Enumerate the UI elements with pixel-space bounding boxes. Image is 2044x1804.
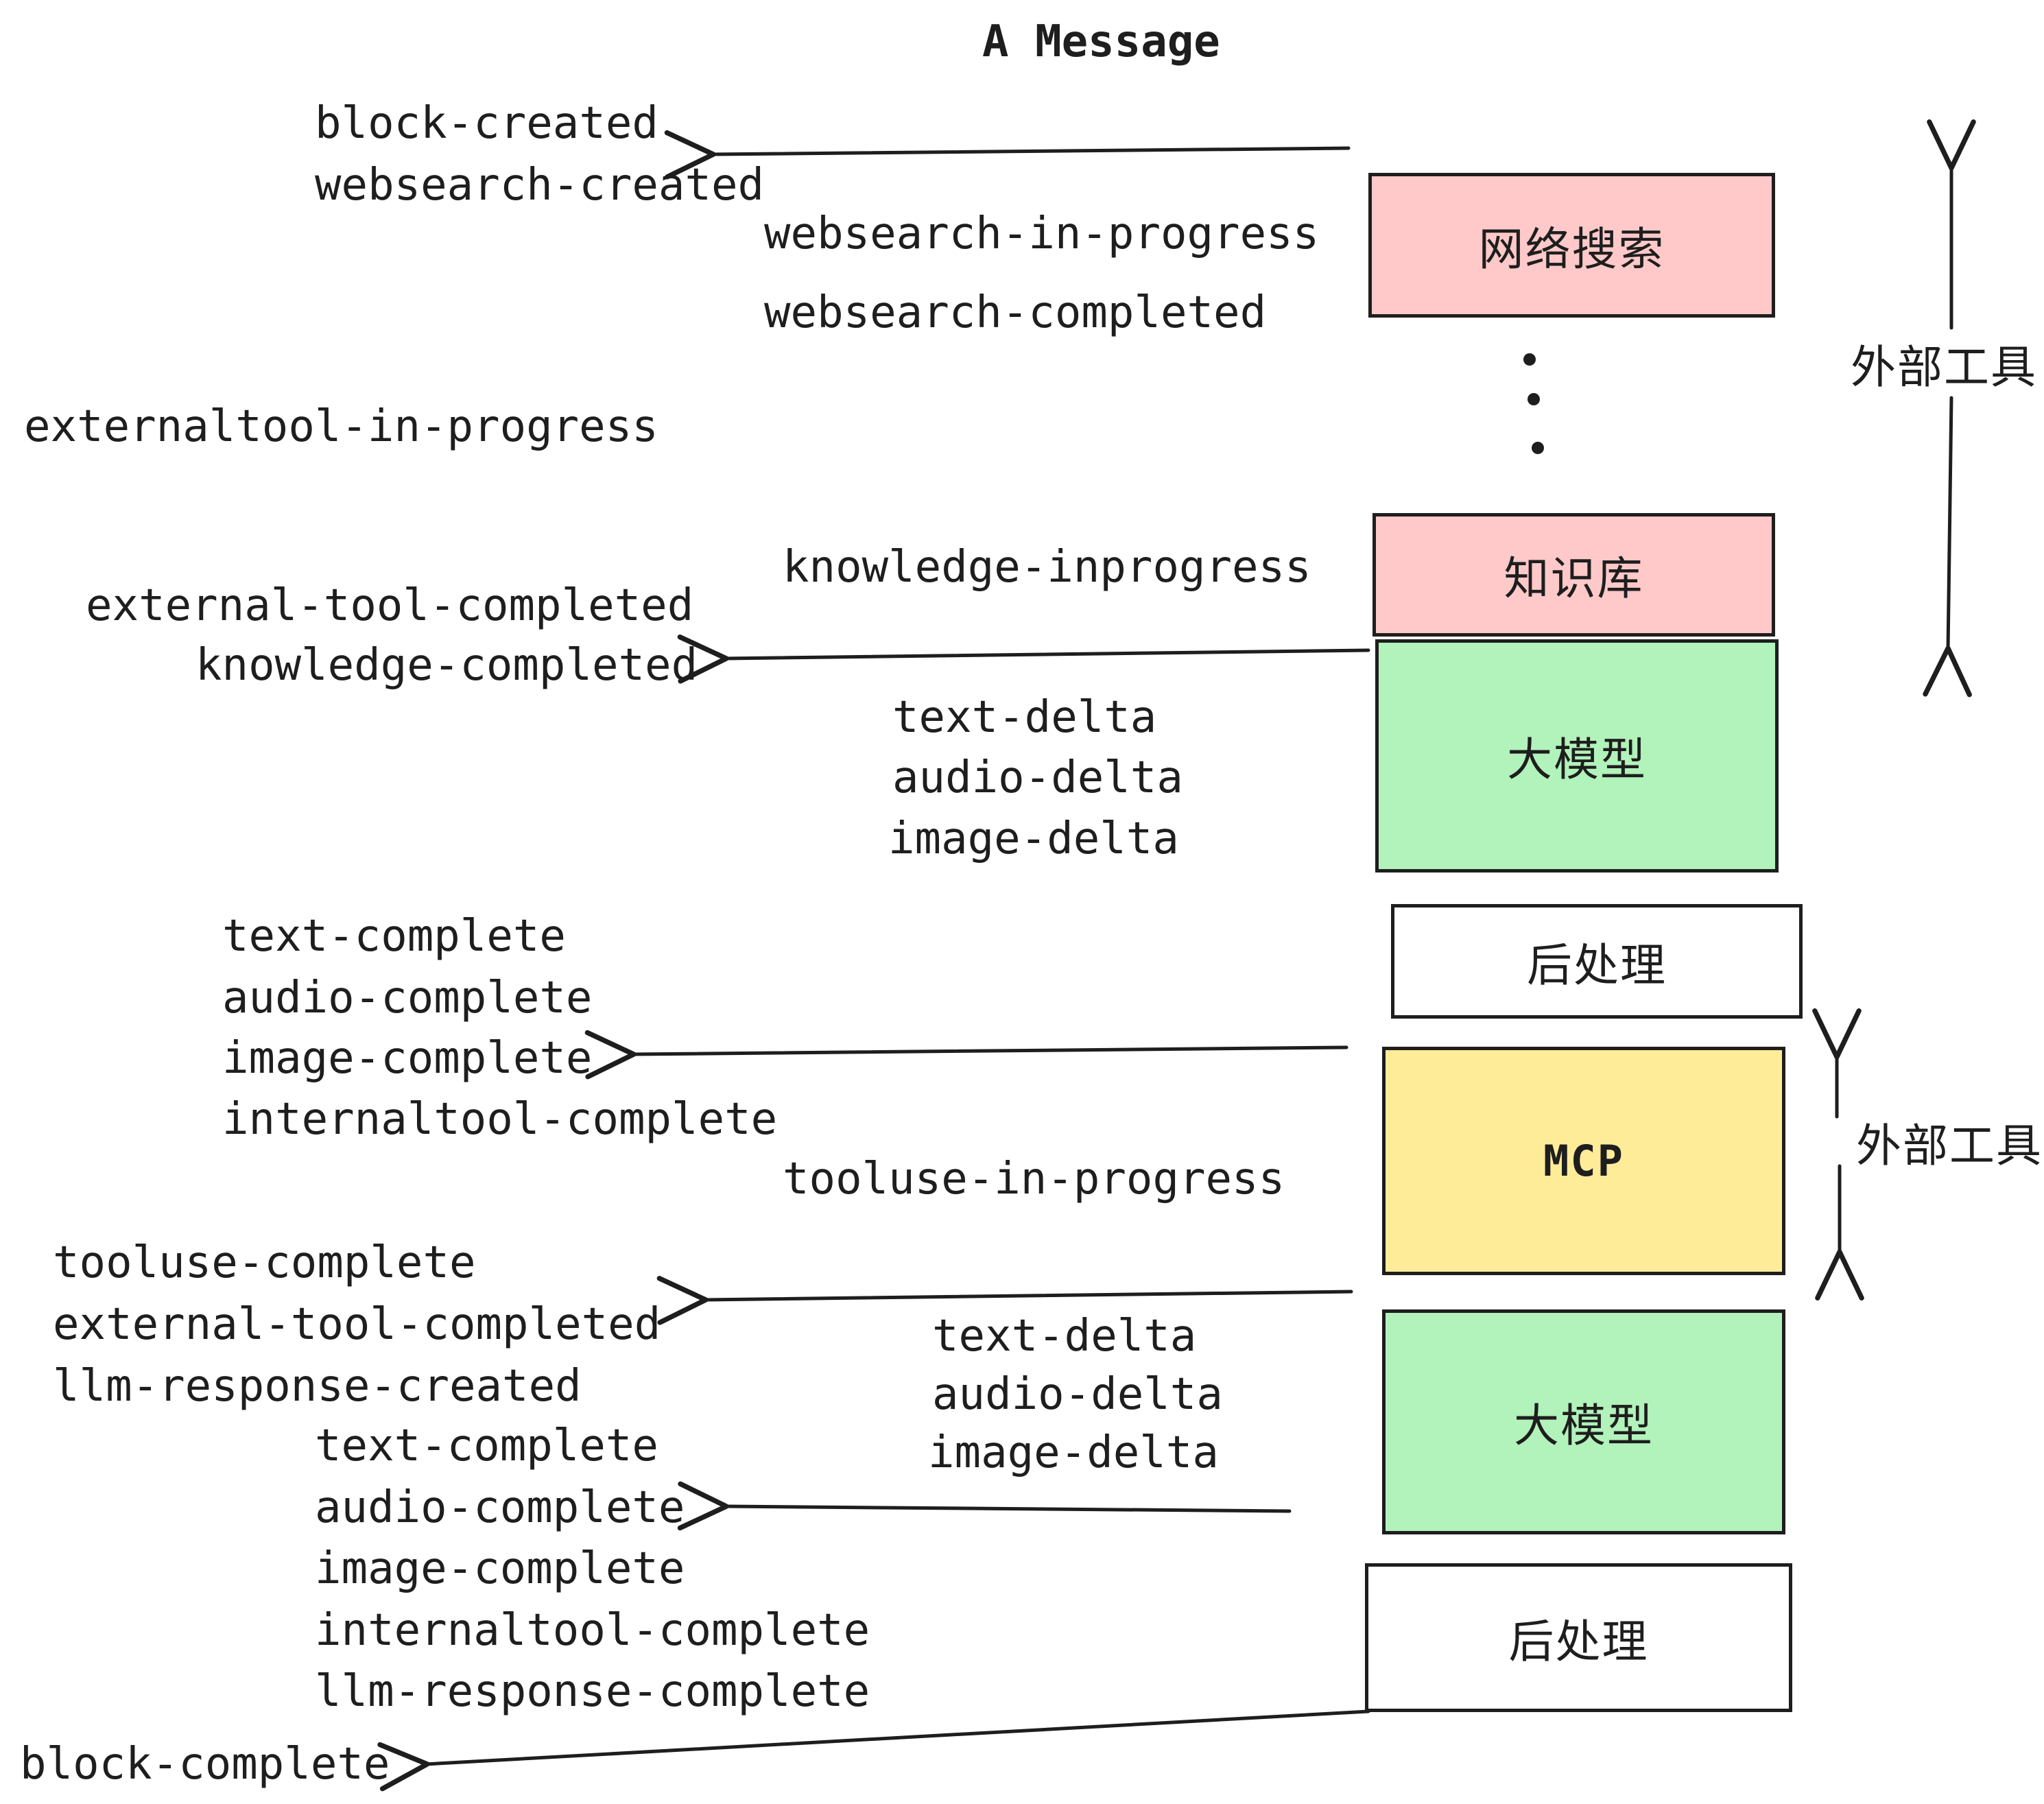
node-llm-2: 大模型 xyxy=(1382,1309,1785,1534)
event-label-tooluse-complete-16: tooluse-complete xyxy=(53,1237,476,1288)
node-llm-1: 大模型 xyxy=(1375,639,1779,873)
event-label-audio-complete-23: audio-complete xyxy=(315,1482,685,1533)
node-web-search: 网络搜索 xyxy=(1368,173,1775,318)
event-label-knowledge-completed-7: knowledge-completed xyxy=(195,640,698,691)
node-post-process-1: 后处理 xyxy=(1391,904,1803,1019)
event-label-internaltool-complete-14: internaltool-complete xyxy=(222,1094,778,1145)
event-label-websearch-completed-3: websearch-completed xyxy=(764,287,1267,338)
node-knowledge-base: 知识库 xyxy=(1372,513,1775,637)
event-label-external-tool-completed-17: external-tool-completed xyxy=(53,1299,661,1350)
arrow-to-audio-complete xyxy=(677,1481,1292,1531)
event-label-audio-delta-9: audio-delta xyxy=(892,752,1183,803)
event-label-block-created-0: block-created xyxy=(315,98,658,149)
event-label-text-complete-22: text-complete xyxy=(315,1421,658,1471)
node-mcp: MCP xyxy=(1382,1047,1785,1275)
event-label-llm-response-complete-26: llm-response-complete xyxy=(315,1666,870,1717)
ellipsis-dot-3 xyxy=(1532,442,1544,454)
event-label-text-delta-19: text-delta xyxy=(932,1311,1197,1362)
external-tools-label-1: 外部工具 xyxy=(1851,341,2037,394)
event-label-tooluse-in-progress-15: tooluse-in-progress xyxy=(783,1154,1285,1204)
event-label-text-delta-8: text-delta xyxy=(892,692,1157,743)
event-label-audio-delta-20: audio-delta xyxy=(932,1369,1223,1420)
event-label-text-complete-11: text-complete xyxy=(222,911,566,962)
event-label-knowledge-inprogress-5: knowledge-inprogress xyxy=(783,542,1311,593)
event-label-websearch-created-1: websearch-created xyxy=(315,160,765,211)
ellipsis-dot-2 xyxy=(1528,393,1540,405)
event-label-websearch-in-progress-2: websearch-in-progress xyxy=(764,209,1320,259)
event-label-image-delta-10: image-delta xyxy=(888,814,1179,864)
external-tools-label-2: 外部工具 xyxy=(1856,1119,2043,1172)
event-label-llm-response-created-18: llm-response-created xyxy=(53,1361,582,1412)
event-label-image-complete-13: image-complete xyxy=(222,1033,593,1084)
event-label-externaltool-in-progress-4: externaltool-in-progress xyxy=(24,401,658,452)
arrow-to-websearch-created xyxy=(664,130,1351,180)
external-tools-span-1-down xyxy=(1923,396,1972,698)
page-title: A Message xyxy=(982,16,1220,67)
vertical-ellipsis xyxy=(1523,353,1544,454)
event-label-image-delta-21: image-delta xyxy=(928,1427,1219,1478)
arrow-to-block-complete xyxy=(377,1709,1370,1792)
arrow-to-knowledge-completed xyxy=(677,634,1370,684)
event-label-image-complete-24: image-complete xyxy=(315,1543,685,1594)
ellipsis-dot-1 xyxy=(1523,353,1536,366)
event-label-external-tool-completed-6: external-tool-completed xyxy=(86,580,694,631)
event-label-internaltool-complete-25: internaltool-complete xyxy=(315,1605,870,1656)
arrow-to-tooluse-complete xyxy=(656,1276,1353,1325)
arrow-to-image-complete xyxy=(584,1030,1348,1080)
event-label-block-complete-27: block-complete xyxy=(20,1739,390,1790)
node-post-process-2: 后处理 xyxy=(1365,1563,1792,1712)
event-label-audio-complete-12: audio-complete xyxy=(222,973,593,1023)
